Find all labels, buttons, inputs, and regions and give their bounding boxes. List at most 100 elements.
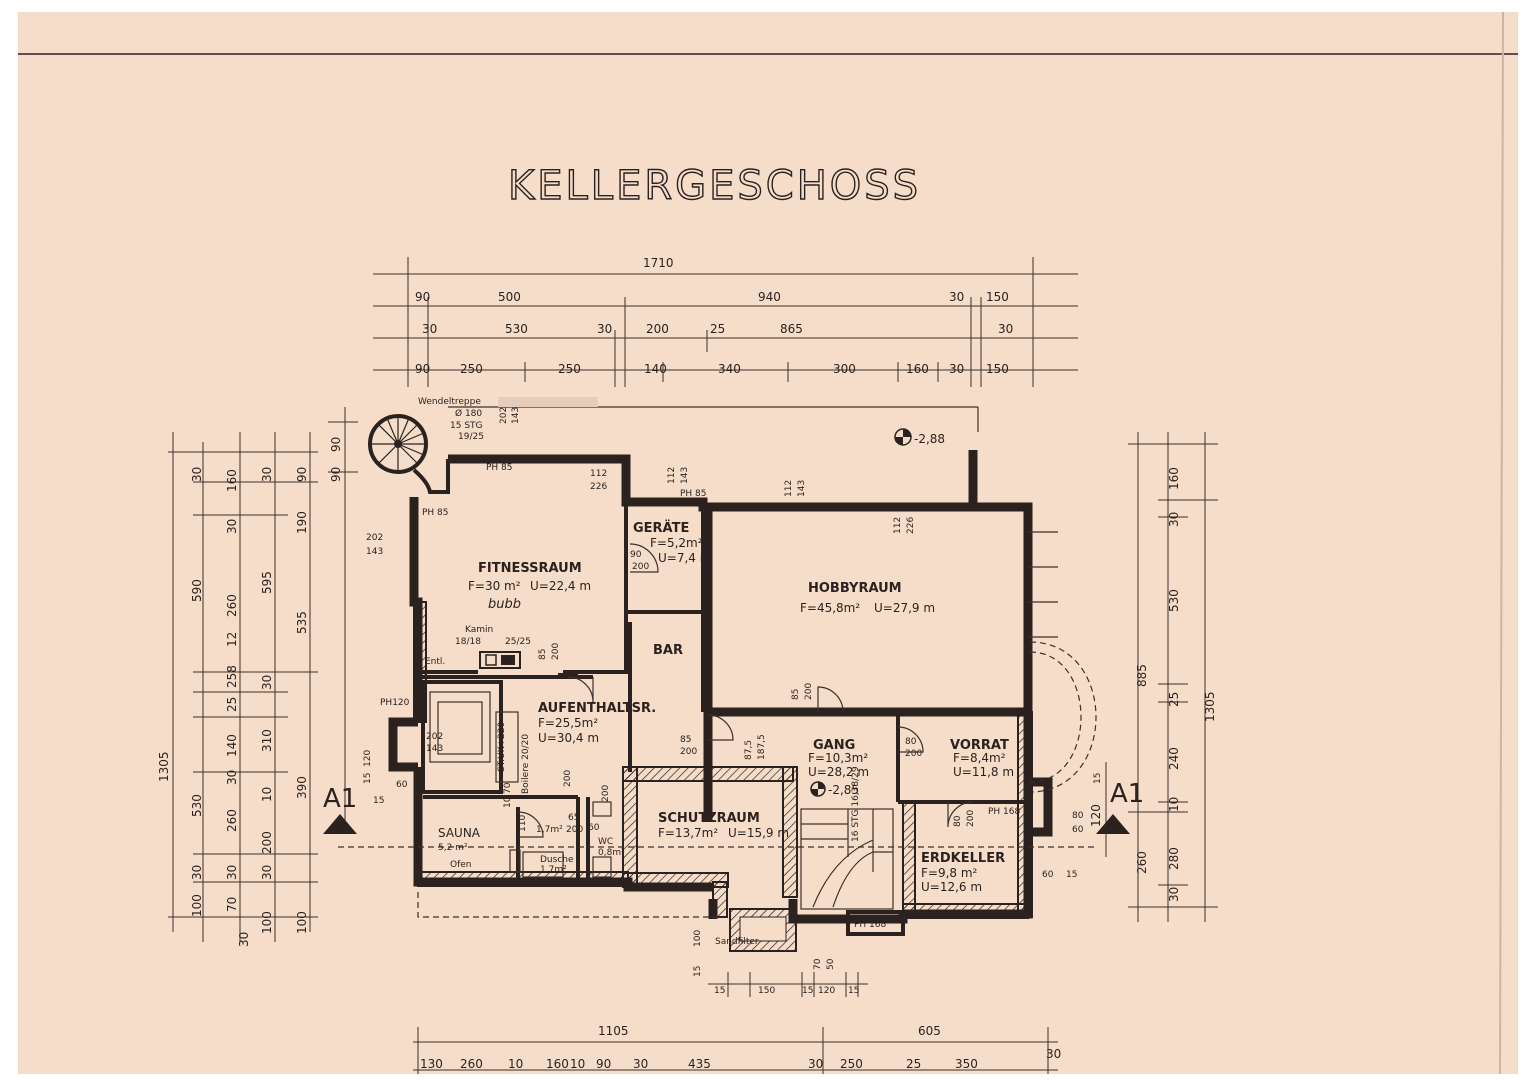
svg-text:300: 300	[833, 362, 856, 376]
fold-line	[1499, 12, 1504, 1074]
svg-text:0,8m²: 0,8m²	[598, 848, 625, 858]
svg-text:F=25,5m²: F=25,5m²	[538, 716, 598, 730]
svg-text:30: 30	[190, 865, 204, 880]
svg-text:90: 90	[596, 1057, 611, 1071]
svg-text:F=30 m²: F=30 m²	[468, 579, 521, 593]
svg-text:15: 15	[1066, 870, 1077, 880]
svg-text:FITNESSRAUM: FITNESSRAUM	[478, 561, 582, 576]
svg-text:250: 250	[558, 362, 581, 376]
svg-text:15: 15	[363, 773, 373, 784]
svg-text:160: 160	[225, 469, 239, 492]
svg-text:30: 30	[260, 467, 274, 482]
svg-text:143: 143	[511, 407, 521, 424]
svg-text:590: 590	[190, 579, 204, 602]
svg-text:10: 10	[260, 787, 274, 802]
svg-text:Ofen: Ofen	[450, 860, 472, 870]
svg-text:F=10,3m²: F=10,3m²	[808, 751, 868, 765]
level-marker-top: -2,88	[894, 428, 945, 446]
svg-text:Entl.: Entl.	[425, 657, 445, 667]
svg-text:F=8,4m²: F=8,4m²	[953, 751, 1006, 765]
plan-sheet: KELLERGESCHOSS 1710 90 500 940 30 150 30…	[18, 12, 1518, 1074]
svg-text:HOBBYRAUM: HOBBYRAUM	[808, 581, 902, 596]
svg-text:120: 120	[363, 750, 373, 767]
svg-text:30: 30	[237, 932, 251, 947]
svg-text:350: 350	[955, 1057, 978, 1071]
svg-text:30: 30	[422, 322, 437, 336]
dims-bottom: 1105 605 130 260 10 160 10 90 30 435 30 …	[413, 930, 1061, 1074]
svg-text:80: 80	[905, 737, 917, 747]
svg-text:U=28,2 m: U=28,2 m	[808, 765, 869, 779]
svg-text:A1: A1	[1110, 779, 1144, 809]
svg-text:260: 260	[460, 1057, 483, 1071]
svg-text:1305: 1305	[1203, 691, 1217, 722]
svg-text:143: 143	[797, 480, 807, 497]
svg-text:865: 865	[780, 322, 803, 336]
svg-text:143: 143	[680, 467, 690, 484]
annotations: Wendeltreppe Ø 180 15 STG 19/25 PH 85 PH…	[380, 397, 1021, 947]
svg-text:U=12,6 m: U=12,6 m	[921, 880, 982, 894]
svg-text:1,7m²: 1,7m²	[540, 865, 567, 875]
svg-text:310: 310	[260, 729, 274, 752]
svg-text:143: 143	[366, 547, 383, 557]
room-bar: BAR	[653, 643, 683, 658]
svg-text:112: 112	[590, 469, 607, 479]
svg-text:10: 10	[1167, 797, 1181, 812]
svg-text:605: 605	[918, 1024, 941, 1038]
svg-text:PH 85: PH 85	[680, 489, 707, 499]
svg-text:160: 160	[1167, 467, 1181, 490]
svg-text:30: 30	[225, 865, 239, 880]
svg-text:200: 200	[632, 562, 649, 572]
svg-text:90: 90	[415, 290, 430, 304]
doors	[410, 455, 974, 838]
svg-text:U=15,9 m: U=15,9 m	[728, 826, 789, 840]
svg-text:202: 202	[426, 732, 443, 742]
svg-text:WC: WC	[598, 837, 613, 847]
svg-text:530: 530	[505, 322, 528, 336]
svg-text:30: 30	[260, 865, 274, 880]
svg-text:435: 435	[688, 1057, 711, 1071]
svg-text:U=22,4 m: U=22,4 m	[530, 579, 591, 593]
svg-text:60: 60	[1072, 825, 1084, 835]
svg-text:200: 200	[905, 749, 922, 759]
svg-text:15: 15	[373, 796, 384, 806]
svg-text:260: 260	[225, 809, 239, 832]
svg-text:ST.UK+220: ST.UK+220	[497, 722, 507, 772]
svg-text:30: 30	[225, 770, 239, 785]
svg-text:130: 130	[420, 1057, 443, 1071]
svg-text:PH120: PH120	[380, 698, 410, 708]
svg-text:90: 90	[329, 467, 343, 482]
svg-text:30: 30	[260, 675, 274, 690]
svg-text:Boilere 20/20: Boilere 20/20	[521, 734, 531, 794]
outdoor-lines	[338, 397, 1098, 918]
svg-text:30: 30	[949, 290, 964, 304]
svg-text:65: 65	[568, 813, 579, 823]
svg-text:885: 885	[1135, 664, 1149, 687]
svg-text:PH 168: PH 168	[854, 920, 887, 930]
svg-text:200: 200	[646, 322, 669, 336]
room-vorrat: VORRAT F=8,4m² U=11,8 m	[950, 738, 1014, 779]
svg-text:85: 85	[680, 735, 691, 745]
svg-text:190: 190	[295, 511, 309, 534]
svg-text:15: 15	[802, 986, 813, 996]
svg-text:160: 160	[906, 362, 929, 376]
room-aufenthalt: AUFENTHALTSR. F=25,5m² U=30,4 m	[538, 701, 656, 745]
svg-text:200: 200	[601, 785, 611, 802]
svg-text:70: 70	[225, 897, 239, 912]
svg-text:60: 60	[1042, 870, 1054, 880]
svg-text:140: 140	[644, 362, 667, 376]
svg-text:202: 202	[366, 533, 383, 543]
svg-text:U=27,9 m: U=27,9 m	[874, 601, 935, 615]
svg-text:12: 12	[225, 632, 239, 647]
svg-text:530: 530	[1167, 589, 1181, 612]
svg-text:70: 70	[813, 958, 823, 970]
svg-text:10: 10	[508, 1057, 523, 1071]
svg-text:ERDKELLER: ERDKELLER	[921, 851, 1005, 866]
svg-text:30: 30	[225, 519, 239, 534]
svg-text:112: 112	[784, 480, 794, 497]
svg-text:200: 200	[966, 810, 976, 827]
svg-text:1305: 1305	[157, 751, 171, 782]
room-dusche: Dusche 1,7m²	[540, 855, 574, 875]
svg-text:70: 70	[503, 782, 513, 794]
svg-text:85: 85	[538, 649, 548, 660]
svg-text:160: 160	[546, 1057, 569, 1071]
